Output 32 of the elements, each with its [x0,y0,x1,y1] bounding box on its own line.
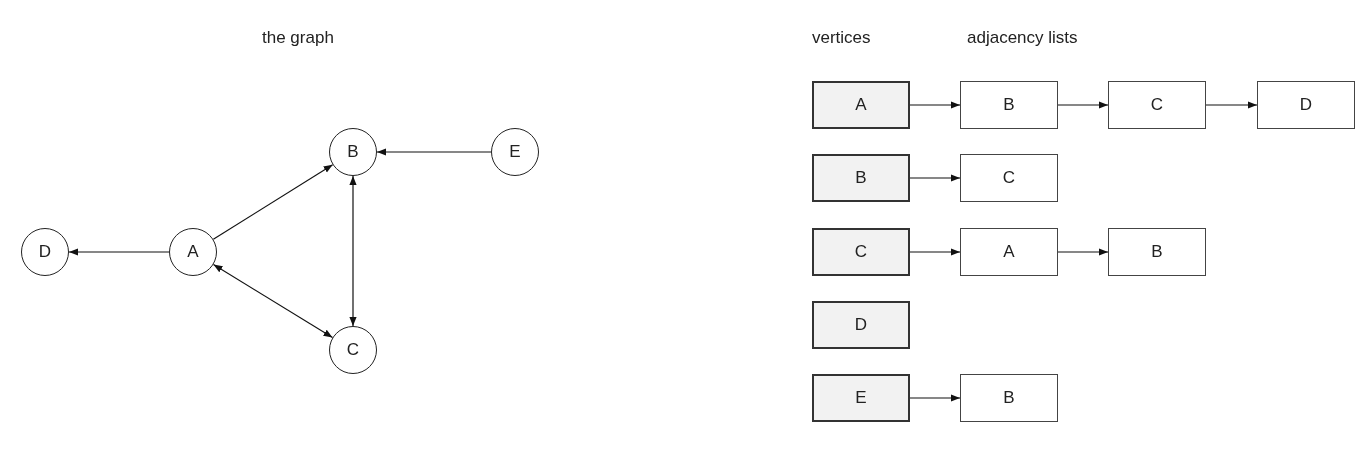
arrow [909,394,961,402]
heading-label: the graph [262,28,334,48]
heading-label: vertices [812,28,871,48]
vertex-circle: A [169,228,217,276]
arrow [212,164,334,240]
list-item-box: B [960,374,1058,422]
list-item-box: C [960,154,1058,202]
list-item-box: C [1108,81,1206,129]
vertex-box: E [812,374,910,422]
list-item-box: B [1108,228,1206,276]
list-item-box: D [1257,81,1355,129]
arrow [349,175,357,327]
list-item-box: A [960,228,1058,276]
arrow [909,101,961,109]
arrow [1057,101,1109,109]
vertex-box: C [812,228,910,276]
arrow [1057,248,1109,256]
vertex-circle: C [329,326,377,374]
arrow [68,248,170,256]
vertex-box: A [812,81,910,129]
vertex-circle: D [21,228,69,276]
vertex-box: B [812,154,910,202]
arrow [376,148,492,156]
arrow [909,248,961,256]
vertex-circle: E [491,128,539,176]
vertex-box: D [812,301,910,349]
arrow [909,174,961,182]
list-item-box: B [960,81,1058,129]
arrow [1205,101,1258,109]
vertex-circle: B [329,128,377,176]
heading-label: adjacency lists [967,28,1078,48]
arrow [212,263,334,339]
